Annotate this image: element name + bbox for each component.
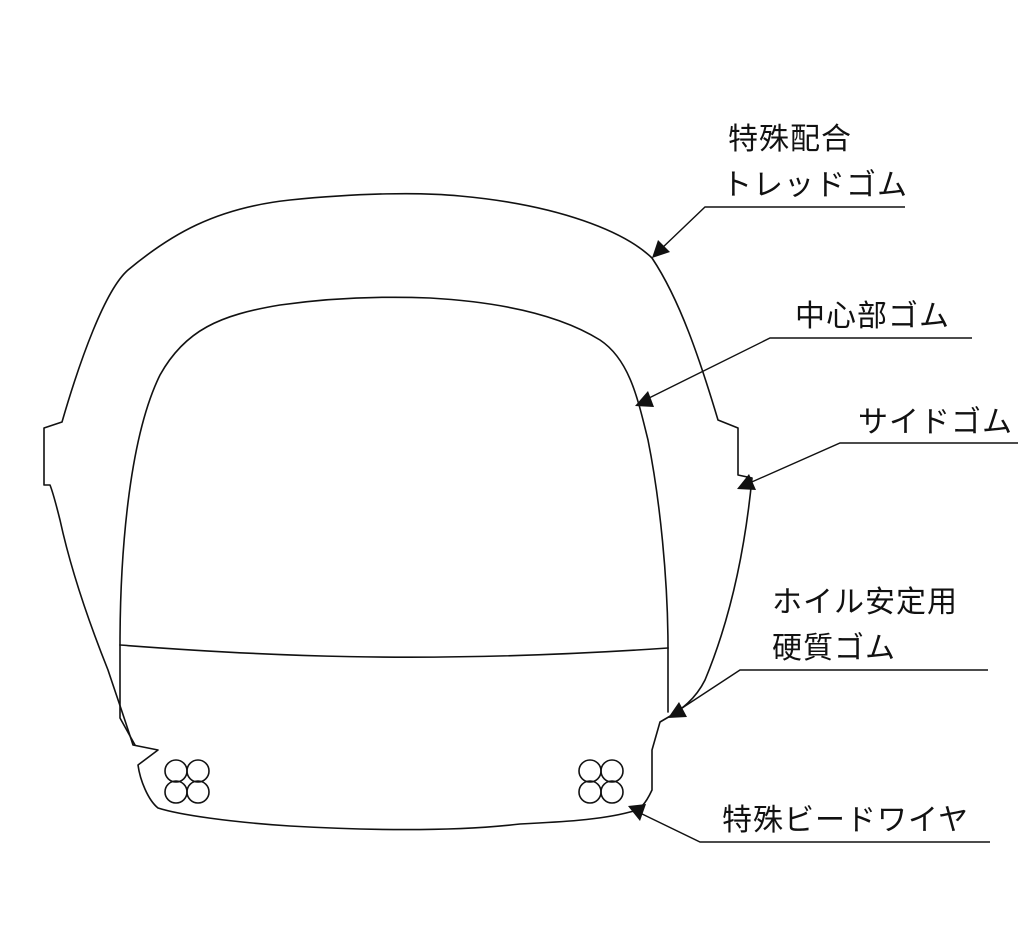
label-wheel-line2: 硬質ゴム <box>772 631 896 666</box>
label-tread-line1: 特殊配合 <box>728 122 852 157</box>
hard-rubber-boundary <box>119 644 669 658</box>
leader-center <box>644 337 972 401</box>
bead-wire-strand <box>578 780 602 804</box>
label-center-rubber: 中心部ゴム <box>795 299 950 334</box>
arrowhead-hard-rubber <box>668 702 687 718</box>
bead-wire-strand <box>164 759 188 783</box>
tire-outer-outline <box>43 192 753 831</box>
leader-hard-rubber <box>675 669 988 713</box>
bead-wire-strand <box>186 780 210 804</box>
center-rubber-outline <box>119 296 669 649</box>
bead-wire-strand <box>600 759 624 783</box>
arrowhead-bead-wire <box>628 804 646 821</box>
label-side-rubber: サイドゴム <box>858 405 1013 440</box>
arrowhead-center <box>635 391 654 407</box>
label-wheel-line1: ホイル安定用 <box>772 585 958 620</box>
bead-wire-right <box>578 759 624 804</box>
hard-rubber-left-edge <box>119 644 136 746</box>
bead-wire-strand <box>186 759 210 783</box>
label-bead-wire: 特殊ビードワイヤ <box>722 803 970 838</box>
bead-wire-strand <box>578 759 602 783</box>
leader-bead-wire <box>637 811 990 843</box>
leader-side <box>744 442 1018 486</box>
arrowhead-side <box>737 474 756 490</box>
bead-wire-strand <box>164 780 188 804</box>
leader-tread <box>659 206 905 251</box>
arrowhead-tread <box>652 240 670 258</box>
bead-wire-left <box>164 759 210 804</box>
bead-wire-strand <box>600 780 624 804</box>
label-tread-line2: トレッドゴム <box>722 168 908 203</box>
